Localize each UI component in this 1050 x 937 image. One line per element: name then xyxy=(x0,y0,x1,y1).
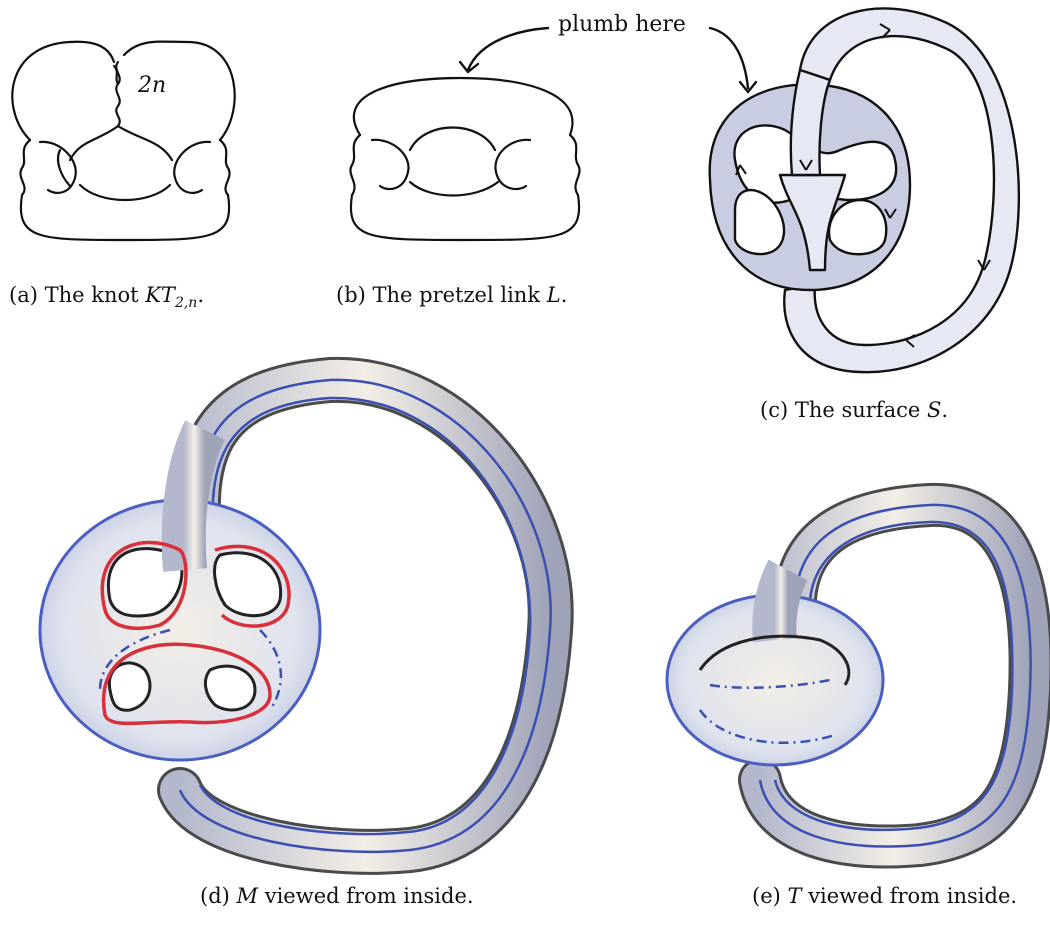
manifold-t-drawing xyxy=(660,490,1050,870)
caption-c-prefix: (c) The surface xyxy=(760,398,927,422)
caption-a-subscript: 2,n xyxy=(175,295,197,311)
caption-a-symbol: KT xyxy=(145,283,175,307)
caption-a-prefix: (a) The knot xyxy=(9,283,145,307)
caption-e-symbol: T xyxy=(788,884,802,908)
caption-d-prefix: (d) xyxy=(200,884,237,908)
surface-s-diagram xyxy=(680,0,1050,390)
caption-a-suffix: . xyxy=(197,283,204,307)
caption-c-symbol: S xyxy=(927,398,941,422)
caption-d-symbol: M xyxy=(237,884,259,908)
caption-c: (c) The surface S. xyxy=(760,398,948,422)
caption-d: (d) M viewed from inside. xyxy=(200,884,474,908)
caption-e-suffix: viewed from inside. xyxy=(802,884,1018,908)
caption-b-suffix: . xyxy=(561,283,568,307)
caption-a: (a) The knot KT2,n. xyxy=(9,283,204,311)
caption-b-prefix: (b) The pretzel link xyxy=(336,283,547,307)
caption-c-suffix: . xyxy=(941,398,948,422)
panel-d-manifold-m xyxy=(30,370,610,870)
caption-b-symbol: L xyxy=(547,283,561,307)
panel-c-surface xyxy=(680,0,1050,390)
caption-e-prefix: (e) xyxy=(752,884,788,908)
caption-d-suffix: viewed from inside. xyxy=(258,884,474,908)
manifold-m-drawing xyxy=(30,370,610,870)
caption-e: (e) T viewed from inside. xyxy=(752,884,1017,908)
panel-e-manifold-t xyxy=(660,490,1050,870)
caption-b: (b) The pretzel link L. xyxy=(336,283,567,307)
